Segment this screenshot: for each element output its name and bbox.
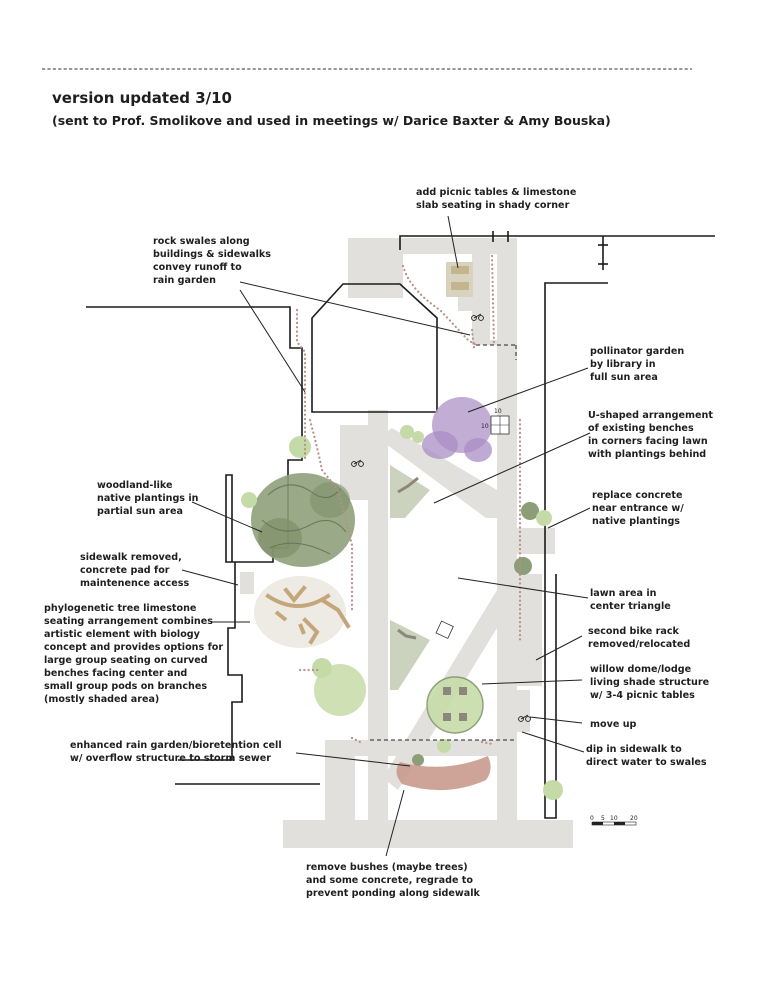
svg-text:sidewalk removed,: sidewalk removed, [80,552,182,563]
svg-text:partial sun area: partial sun area [97,506,183,517]
svg-text:slab seating in shady corner: slab seating in shady corner [416,200,570,211]
shrubs [241,425,563,800]
svg-text:w/ overflow structure to storm: w/ overflow structure to storm sewer [70,753,271,764]
willow-dome [426,676,484,734]
svg-text:replace concrete: replace concrete [592,490,683,501]
page-subtitle: (sent to Prof. Smolikove and used in mee… [52,113,611,128]
svg-text:in corners facing lawn: in corners facing lawn [588,436,708,447]
rock-swales [295,254,522,746]
label-rock-swales: rock swales along buildings & sidewalks … [153,236,271,286]
bench-icon [397,476,419,640]
west-building-wall [86,306,303,761]
east-building-wall [544,282,608,819]
label-benches: U-shaped arrangement of existing benches… [588,410,713,460]
label-phylogenetic: phylogenetic tree limestone seating arra… [44,603,223,705]
svg-text:concept and provides options f: concept and provides options for [44,642,223,653]
pollinator-garden [422,397,492,462]
label-rain-garden: enhanced rain garden/bioretention cell w… [70,740,282,764]
svg-text:living shade structure: living shade structure [590,677,710,688]
svg-text:small group pods on branches: small group pods on branches [44,681,207,692]
svg-text:10: 10 [610,815,618,822]
svg-text:10: 10 [481,423,489,430]
svg-text:seating arrangement combines: seating arrangement combines [44,616,213,627]
svg-text:of existing benches: of existing benches [588,423,694,434]
svg-text:10: 10 [494,408,502,415]
svg-text:native plantings in: native plantings in [97,493,199,504]
svg-text:rock swales along: rock swales along [153,236,250,247]
label-lawn: lawn area in center triangle [590,588,671,612]
svg-text:artistic element with biology: artistic element with biology [44,629,201,640]
svg-text:direct water to swales: direct water to swales [586,757,707,768]
svg-text:maintenence access: maintenence access [80,578,189,589]
svg-text:benches facing center and: benches facing center and [44,668,187,679]
picnic-table-icon [446,262,473,297]
table-marker: 10 10 [435,408,510,639]
svg-text:center triangle: center triangle [590,601,671,612]
sidewalks [240,238,573,848]
svg-text:remove bushes (maybe trees): remove bushes (maybe trees) [306,862,468,873]
label-pollinator: pollinator garden by library in full sun… [590,346,684,383]
svg-text:(mostly shaded area): (mostly shaded area) [44,694,159,705]
picnic-table-icon [443,687,467,721]
bike-rack-icon [351,313,531,722]
label-move-up: move up [590,719,637,730]
svg-text:20: 20 [630,815,638,822]
svg-text:woodland-like: woodland-like [97,480,173,491]
rain-garden [396,756,491,791]
svg-text:convey runoff to: convey runoff to [153,262,242,273]
page-title: version updated 3/10 [52,89,232,107]
svg-text:w/ 3-4 picnic tables: w/ 3-4 picnic tables [590,690,695,701]
scale-bar: 0 5 10 20 [590,815,638,826]
svg-text:dip in sidewalk to: dip in sidewalk to [586,744,682,755]
svg-text:phylogenetic tree limestone: phylogenetic tree limestone [44,603,197,614]
svg-text:and some concrete, regrade to: and some concrete, regrade to [306,875,473,886]
svg-text:rain garden: rain garden [153,275,216,286]
svg-text:0: 0 [590,815,594,822]
svg-text:move up: move up [590,719,637,730]
dashed-boundaries [370,344,517,741]
svg-text:near entrance w/: near entrance w/ [592,503,684,514]
label-picnic-corner: add picnic tables & limestone slab seati… [416,187,577,211]
svg-text:willow dome/lodge: willow dome/lodge [590,664,692,675]
svg-text:add picnic tables & limestone: add picnic tables & limestone [416,187,577,198]
svg-text:by library in: by library in [590,359,656,370]
label-willow: willow dome/lodge living shade structure… [590,664,710,701]
label-woodland: woodland-like native plantings in partia… [97,480,199,517]
svg-text:buildings & sidewalks: buildings & sidewalks [153,249,271,260]
svg-text:native plantings: native plantings [592,516,680,527]
label-bike-rack: second bike rack removed/relocated [588,626,690,650]
label-remove-bushes: remove bushes (maybe trees) and some con… [306,862,480,899]
north-wall [399,235,715,250]
svg-text:large group seating on curved: large group seating on curved [44,655,208,666]
phylogenetic-seating [254,576,351,648]
svg-text:full sun area: full sun area [590,372,658,383]
svg-text:U-shaped arrangement: U-shaped arrangement [588,410,713,421]
svg-text:pollinator garden: pollinator garden [590,346,684,357]
label-sidewalk-removed: sidewalk removed, concrete pad for maint… [80,552,189,589]
svg-text:prevent ponding along sidewalk: prevent ponding along sidewalk [306,888,480,899]
svg-text:lawn area in: lawn area in [590,588,657,599]
label-replace-concrete: replace concrete near entrance w/ native… [592,490,684,527]
library-building [311,283,438,413]
triangle-plantings [390,465,430,690]
svg-text:enhanced rain garden/bioretent: enhanced rain garden/bioretention cell [70,740,282,751]
woodland-plantings [251,473,355,567]
svg-text:second bike rack: second bike rack [588,626,680,637]
building-outlines [86,231,715,819]
label-dip: dip in sidewalk to direct water to swale… [586,744,707,768]
leader-lines [181,215,591,857]
svg-text:5: 5 [601,815,605,822]
svg-text:concrete pad for: concrete pad for [80,565,170,576]
svg-text:with plantings behind: with plantings behind [588,449,706,460]
svg-text:removed/relocated: removed/relocated [588,639,690,650]
